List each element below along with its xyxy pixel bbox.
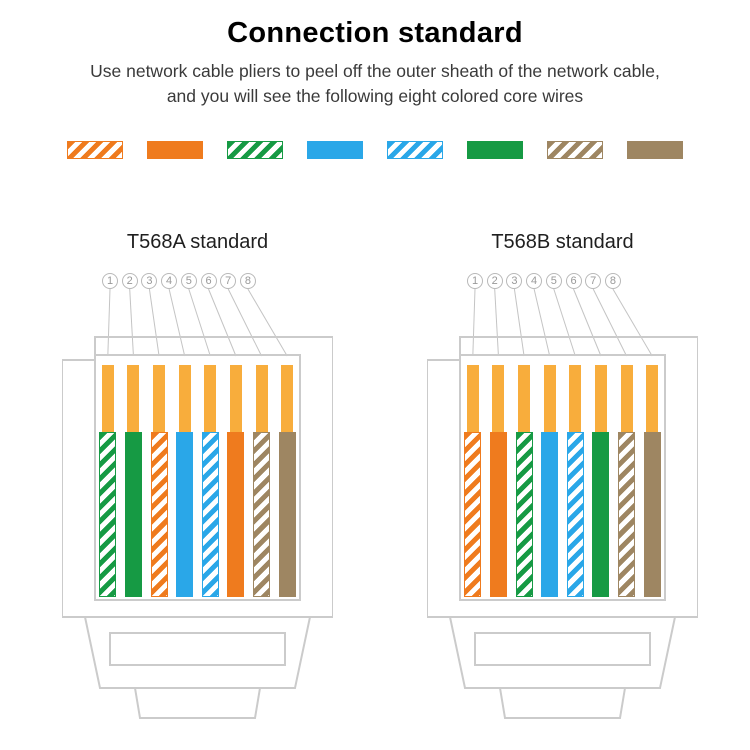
wire-5-blue-stripe — [201, 432, 219, 597]
standard-title-t568a: T568A standard — [126, 231, 269, 253]
plug-outline-path-1 — [459, 354, 666, 601]
pin-number-5: 5 — [180, 273, 197, 289]
legend-swatch-brown — [627, 141, 683, 159]
wire-6-orange — [227, 432, 245, 597]
leader-line-8 — [612, 288, 653, 357]
leader-line-1 — [107, 288, 111, 357]
pin-number-6: 6 — [200, 273, 217, 289]
wire-2-orange — [489, 432, 507, 597]
gold-pin-2 — [127, 365, 140, 432]
plug-outline-path-3 — [109, 632, 286, 666]
plug-outline-path-2 — [84, 616, 311, 689]
wire-3-orange-stripe — [150, 432, 168, 597]
legend-swatch-orange — [147, 141, 203, 159]
gold-pin-6 — [594, 365, 607, 432]
legend-swatch-orange-stripe — [67, 141, 123, 159]
leader-line-6 — [208, 288, 237, 357]
gold-pin-7 — [620, 365, 633, 432]
leader-line-2 — [129, 288, 134, 357]
page-title: Connection standard — [227, 17, 523, 49]
pin-number-1: 1 — [467, 273, 483, 289]
gold-pin-5 — [569, 365, 582, 432]
pin-number-8: 8 — [604, 273, 621, 289]
leader-line-1 — [472, 288, 476, 357]
leader-line-5 — [553, 288, 576, 357]
gold-pin-5 — [204, 365, 217, 432]
legend-swatch-blue-stripe — [387, 141, 443, 159]
pin-number-7: 7 — [220, 273, 237, 289]
pin-number-7: 7 — [585, 273, 602, 289]
wire-5-blue-stripe — [566, 432, 584, 597]
pin-number-4: 4 — [526, 273, 543, 289]
pin-number-8: 8 — [239, 273, 256, 289]
pin-number-6: 6 — [565, 273, 582, 289]
leader-line-6 — [573, 288, 602, 357]
legend-swatch-green — [467, 141, 523, 159]
plug-outline-path-2 — [449, 616, 676, 689]
legend-swatch-brown-stripe — [547, 141, 603, 159]
subtitle: Use network cable pliers to peel off the… — [0, 59, 750, 110]
gold-pin-8 — [281, 365, 294, 432]
leader-line-2 — [494, 288, 499, 357]
wire-2-green — [124, 432, 142, 597]
wire-4-blue — [176, 432, 194, 597]
leader-line-3 — [148, 288, 160, 357]
wire-3-green-stripe — [515, 432, 533, 597]
legend-swatch-blue — [307, 141, 363, 159]
leader-line-3 — [513, 288, 525, 357]
gold-pin-4 — [543, 365, 556, 432]
pin-number-4: 4 — [161, 273, 178, 289]
pin-number-2: 2 — [121, 273, 138, 289]
wire-7-brown-stripe — [253, 432, 271, 597]
plug-outline-t568b — [427, 288, 698, 719]
wire-4-blue — [541, 432, 559, 597]
plug-outline-path-1 — [94, 354, 301, 601]
gold-pin-8 — [646, 365, 659, 432]
plug-outline-path-3 — [474, 632, 651, 666]
leader-line-7 — [592, 288, 628, 357]
leader-line-8 — [247, 288, 288, 357]
leader-line-4 — [168, 288, 186, 357]
pin-number-3: 3 — [141, 273, 158, 289]
plug-outline-path-4 — [499, 687, 626, 719]
gold-pin-6 — [229, 365, 242, 432]
leader-line-5 — [188, 288, 211, 357]
subtitle-line-2: and you will see the following eight col… — [166, 86, 584, 107]
leader-line-7 — [227, 288, 263, 357]
pin-number-3: 3 — [506, 273, 523, 289]
leader-line-4 — [533, 288, 551, 357]
pin-number-1: 1 — [102, 273, 118, 289]
wire-6-green — [592, 432, 610, 597]
legend-swatch-green-stripe — [227, 141, 283, 159]
plug-outline-t568a — [62, 288, 333, 719]
plug-outline-path-4 — [134, 687, 261, 719]
gold-pin-1 — [466, 365, 479, 432]
gold-pin-3 — [518, 365, 531, 432]
pin-number-5: 5 — [545, 273, 562, 289]
gold-pin-3 — [153, 365, 166, 432]
wire-1-green-stripe — [99, 432, 117, 597]
gold-pin-1 — [101, 365, 114, 432]
wire-8-brown — [643, 432, 661, 597]
standard-title-t568b: T568B standard — [491, 231, 634, 253]
wire-7-brown-stripe — [618, 432, 636, 597]
subtitle-line-1: Use network cable pliers to peel off the… — [90, 61, 660, 81]
gold-pin-4 — [178, 365, 191, 432]
gold-pin-7 — [255, 365, 268, 432]
pin-number-2: 2 — [486, 273, 503, 289]
wire-color-legend — [0, 141, 750, 159]
gold-pin-2 — [492, 365, 505, 432]
wire-8-brown — [278, 432, 296, 597]
wire-1-orange-stripe — [464, 432, 482, 597]
